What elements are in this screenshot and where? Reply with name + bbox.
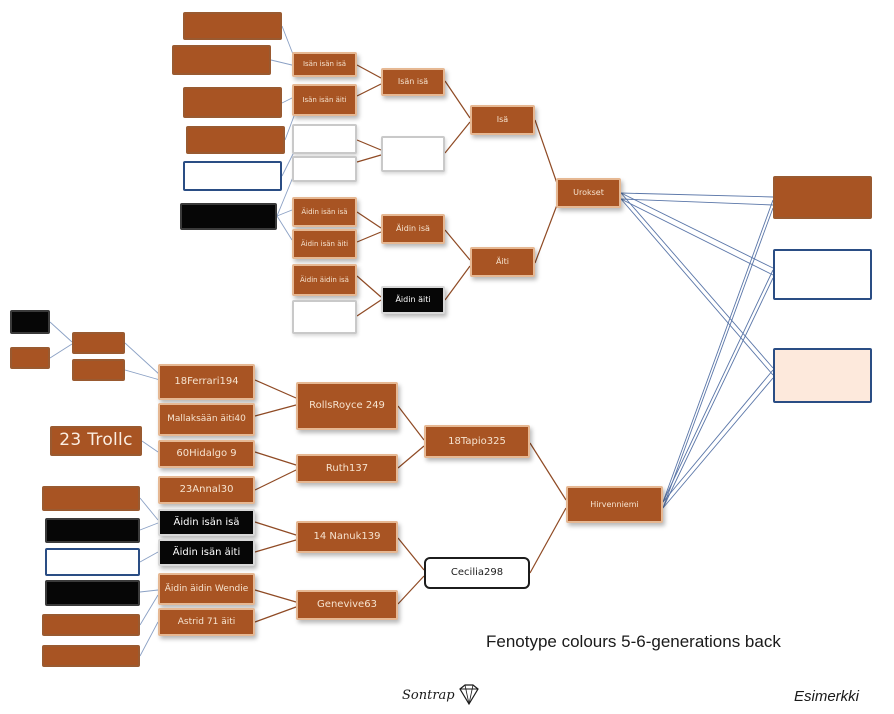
node-g4-4: Genevive63 bbox=[296, 590, 398, 620]
node-aidin-isan-isa: Äidin isän isä bbox=[292, 197, 357, 227]
node-g5-5: Äidin isän isä bbox=[158, 509, 255, 536]
logo-text: Sontrap bbox=[402, 687, 455, 703]
node-isan-isa: Isän isä bbox=[381, 68, 445, 96]
footer-label: Esimerkki bbox=[794, 688, 860, 705]
node-isan-isan-isa: Isän isän isä bbox=[292, 52, 357, 77]
upper-swatch-4 bbox=[186, 126, 285, 154]
node-trollc: 23 Trollc bbox=[50, 426, 142, 456]
lower-swatch-5 bbox=[42, 486, 140, 511]
lower-swatch-1 bbox=[10, 310, 50, 334]
gem-icon bbox=[458, 684, 479, 706]
diagram-caption: Fenotype colours 5-6-generations back bbox=[486, 632, 781, 651]
node-g4-2: Ruth137 bbox=[296, 454, 398, 483]
node-g3-1: 18Tapio325 bbox=[424, 425, 530, 458]
node-upper-empty-1 bbox=[292, 124, 357, 154]
phenotype-brown bbox=[773, 176, 872, 219]
node-g5-7: Äidin äidin Wendie bbox=[158, 573, 255, 605]
upper-swatch-2 bbox=[172, 45, 271, 75]
node-aidin-aiti: Äidin äiti bbox=[381, 286, 445, 314]
node-upper-empty-4 bbox=[381, 136, 445, 172]
node-g4-1: RollsRoyce 249 bbox=[296, 382, 398, 430]
node-g5-6: Äidin isän äiti bbox=[158, 539, 255, 566]
lower-swatch-3 bbox=[72, 332, 125, 354]
node-aidin-isa: Äidin isä bbox=[381, 214, 445, 244]
node-g4-3: 14 Nanuk139 bbox=[296, 521, 398, 553]
phenotype-white bbox=[773, 249, 872, 300]
node-aidin-isan-aiti: Äidin isän äiti bbox=[292, 229, 357, 259]
lower-swatch-4 bbox=[72, 359, 125, 381]
node-isan-isan-aiti: Isän isän äiti bbox=[292, 84, 357, 116]
node-isa: Isä bbox=[470, 105, 535, 135]
node-upper-subject: Urokset bbox=[556, 178, 621, 208]
node-g5-8: Astrid 71 äiti bbox=[158, 608, 255, 636]
node-g5-4: 23Annal30 bbox=[158, 476, 255, 504]
node-lower-subject: Hirvenniemi bbox=[566, 486, 663, 523]
lower-swatch-6 bbox=[45, 518, 140, 543]
node-g3-2: Cecilia298 bbox=[424, 557, 530, 589]
upper-swatch-1 bbox=[183, 12, 282, 40]
node-upper-empty-3 bbox=[292, 300, 357, 334]
lower-swatch-9 bbox=[42, 614, 140, 636]
lower-swatch-7 bbox=[45, 548, 140, 576]
node-upper-empty-2 bbox=[292, 156, 357, 182]
node-g5-3: 60Hidalgo 9 bbox=[158, 440, 255, 468]
node-aidin-aidin-isa: Äidin äidin isä bbox=[292, 264, 357, 296]
node-g5-2: Mallaksään äiti40 bbox=[158, 403, 255, 436]
node-aiti: Äiti bbox=[470, 247, 535, 277]
lower-swatch-10 bbox=[42, 645, 140, 667]
upper-swatch-5 bbox=[183, 161, 282, 191]
upper-swatch-3 bbox=[183, 87, 282, 118]
lower-swatch-2 bbox=[10, 347, 50, 369]
upper-swatch-6 bbox=[180, 203, 277, 230]
phenotype-cream bbox=[773, 348, 872, 403]
logo: Sontrap bbox=[402, 680, 520, 710]
lower-swatch-8 bbox=[45, 580, 140, 606]
node-g5-1: 18Ferrari194 bbox=[158, 364, 255, 400]
